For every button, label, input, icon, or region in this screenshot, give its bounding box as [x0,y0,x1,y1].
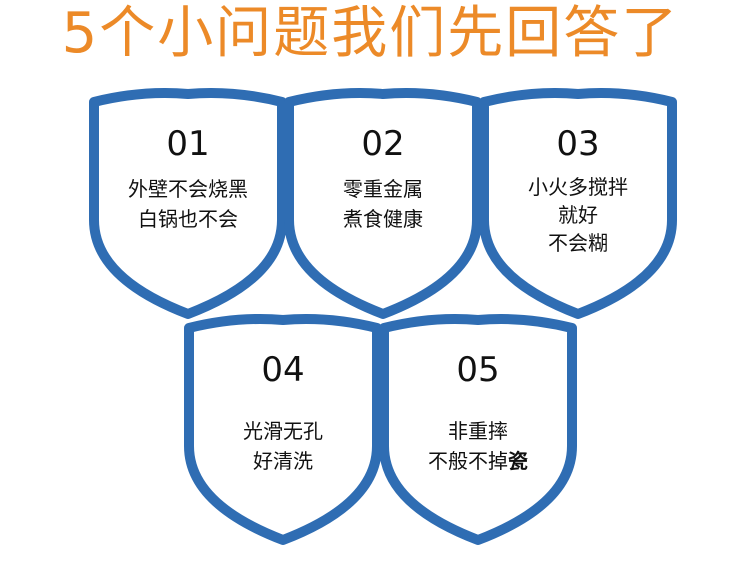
shield-text-line: 煮食健康 [343,207,423,231]
shield-text-line: 不会糊 [548,231,608,255]
shield-text-line: 不般不掉瓷 [398,448,558,475]
shield-number: 02 [361,124,405,164]
shield-text-line: 外壁不会烧黑 [128,177,248,201]
shield-05: 05 非重摔 不般不掉瓷 [378,314,578,546]
shield-text-segment: 不般不掉 [428,449,508,473]
shield-03: 03 小火多搅拌 就好 不会糊 [478,88,678,320]
shield-icon [184,314,382,545]
shield-text-line: 小火多搅拌 [528,175,628,199]
shield-text-line: 零重金属 [343,177,423,201]
shield-text-bold-char: 瓷 [508,449,528,473]
shield-text-line: 非重摔 [448,419,508,443]
shield-text-line: 就好 [558,203,598,227]
shield-04: 04 光滑无孔 好清洗 [183,314,383,546]
shield-text-line: 好清洗 [253,449,313,473]
shield-number: 05 [456,350,500,390]
shield-number: 01 [166,124,210,164]
shield-icon [379,314,577,545]
headline: 5个小问题我们先回答了 [61,1,680,66]
shield-text-line: 光滑无孔 [243,419,323,443]
shield-02: 02 零重金属 煮食健康 [283,88,483,320]
shield-number: 03 [556,124,600,164]
shield-icon [479,88,677,319]
shield-number: 04 [261,350,305,390]
shield-01: 01 外壁不会烧黑 白锅也不会 [88,88,288,320]
shield-icon [89,88,287,319]
shield-text-line: 白锅也不会 [138,207,238,231]
shield-icon [284,88,482,319]
